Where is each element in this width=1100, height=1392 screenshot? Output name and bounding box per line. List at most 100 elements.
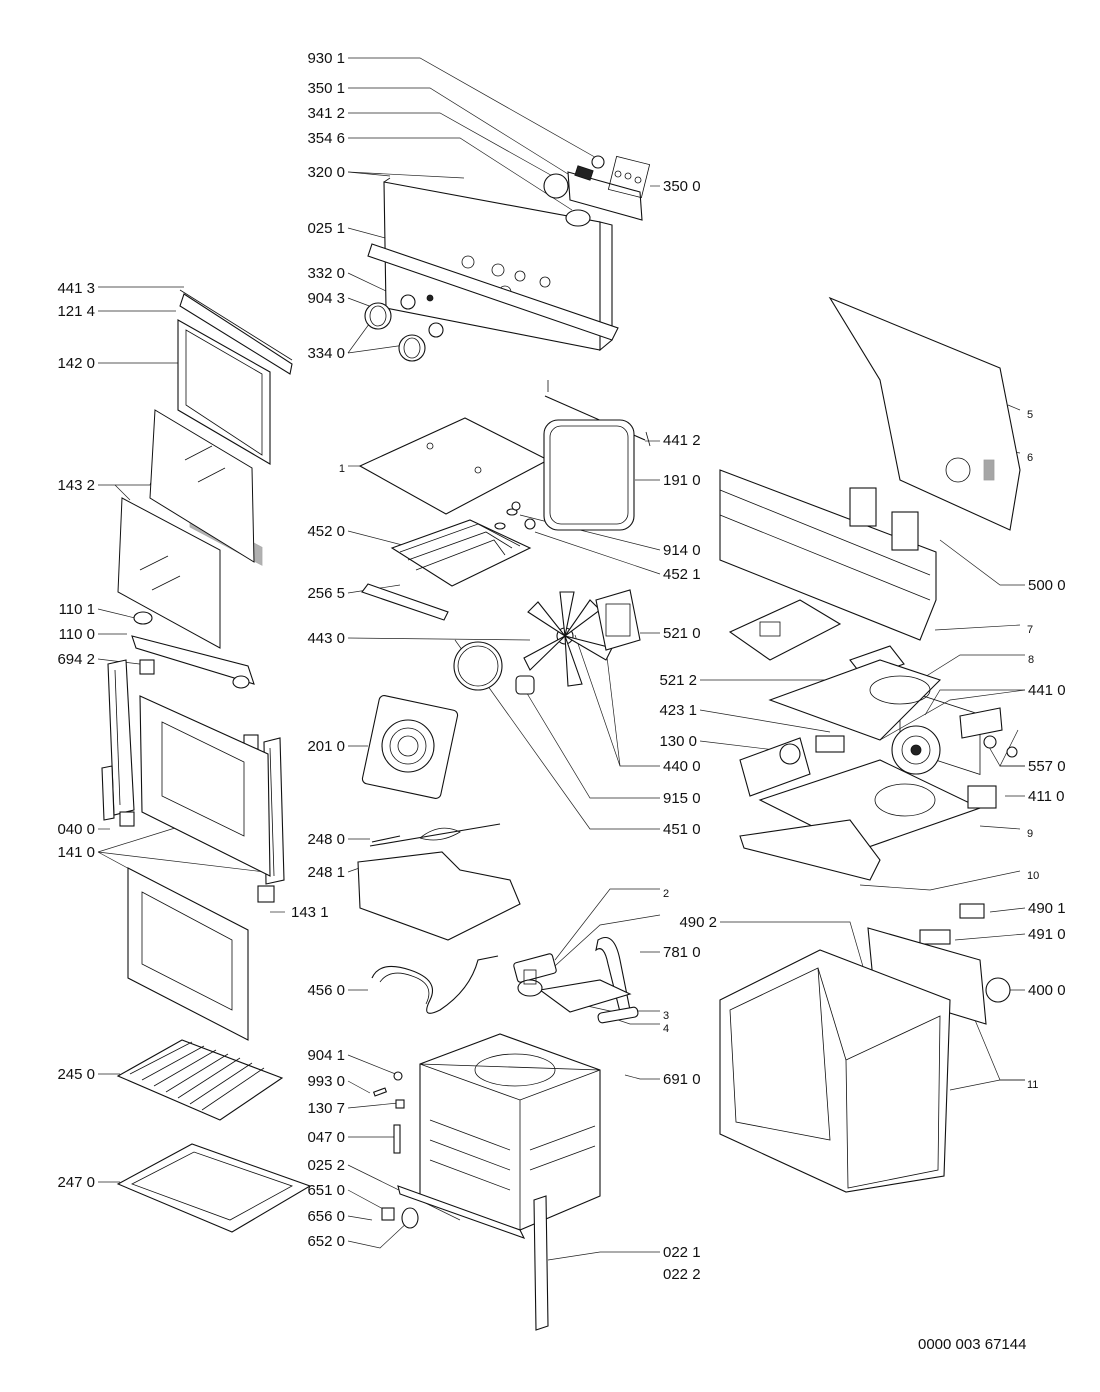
display-lens bbox=[543, 173, 569, 199]
callout-7: 7 bbox=[1027, 624, 1034, 636]
inner-door-frame bbox=[139, 695, 271, 877]
switch-block-1 bbox=[849, 487, 877, 527]
callout-248-1: 248 1 bbox=[307, 864, 345, 881]
fan-group bbox=[361, 589, 641, 799]
callout-025-1: 025 1 bbox=[307, 220, 345, 237]
callout-651-0: 651 0 bbox=[307, 1182, 345, 1199]
callout-350-1: 350 1 bbox=[307, 80, 345, 97]
callout-781-0: 781 0 bbox=[663, 944, 701, 961]
inner-door-glass bbox=[127, 867, 249, 1041]
callout-332-0: 332 0 bbox=[307, 265, 345, 282]
thermostat-400 bbox=[985, 977, 1011, 1003]
door-glass-inner bbox=[149, 409, 255, 563]
callout-110-0: 110 0 bbox=[58, 626, 95, 643]
fan-hub bbox=[515, 675, 535, 695]
callout-047-0: 047 0 bbox=[307, 1129, 345, 1146]
switch-490 bbox=[959, 903, 985, 919]
callout-411-0: 411 0 bbox=[1028, 788, 1065, 805]
bushing-lower bbox=[232, 675, 250, 689]
callout-354-6: 354 6 bbox=[307, 130, 345, 147]
outer-door-group bbox=[117, 289, 293, 750]
lower-elements bbox=[357, 823, 632, 1014]
circular-element bbox=[453, 641, 503, 691]
callout-10: 10 bbox=[1027, 870, 1040, 882]
hinge-clip bbox=[139, 659, 155, 675]
rear-panel-top bbox=[828, 296, 1021, 531]
callout-652-0: 652 0 bbox=[307, 1233, 345, 1250]
callout-491-0: 491 0 bbox=[1028, 926, 1066, 943]
terminal-block bbox=[919, 929, 951, 945]
outer-door-panel bbox=[177, 319, 271, 465]
callout-201-0: 201 0 bbox=[307, 738, 345, 755]
door-seal bbox=[543, 419, 635, 531]
knob-lower bbox=[398, 334, 426, 362]
callout-490-2: 490 2 bbox=[679, 914, 717, 931]
callout-441-2: 441 2 bbox=[663, 432, 701, 449]
rotisserie-spit bbox=[369, 823, 501, 847]
right-assemblies bbox=[719, 296, 1021, 1193]
knob-ring-upper bbox=[400, 294, 416, 310]
callout-130-7: 130 7 bbox=[307, 1100, 345, 1117]
callout-656-0: 656 0 bbox=[307, 1208, 345, 1225]
bracket-557 bbox=[959, 707, 1003, 739]
relay-423 bbox=[815, 735, 845, 753]
callout-143-2: 143 2 bbox=[57, 477, 95, 494]
bottom-element bbox=[371, 955, 499, 1014]
fan-motor bbox=[595, 589, 641, 651]
callout-441-0: 441 0 bbox=[1028, 682, 1066, 699]
callout-456-0: 456 0 bbox=[307, 982, 345, 999]
callout-423-1: 423 1 bbox=[659, 702, 697, 719]
callout-121-4: 121 4 bbox=[57, 303, 95, 320]
motor-mount bbox=[517, 979, 543, 997]
callout-320-0: 320 0 bbox=[307, 164, 345, 181]
callout-334-0: 334 0 bbox=[307, 345, 345, 362]
glass-spacer-rod bbox=[131, 635, 255, 685]
bushing-upper bbox=[133, 611, 153, 625]
callout-256-5: 256 5 bbox=[307, 585, 345, 602]
callout-930-1: 930 1 bbox=[307, 50, 345, 67]
callout-142-0: 142 0 bbox=[57, 355, 95, 372]
control-panel-group bbox=[364, 155, 651, 362]
callout-5: 5 bbox=[1027, 409, 1034, 421]
door-frames bbox=[101, 659, 285, 1041]
callout-452-1: 452 1 bbox=[663, 566, 701, 583]
lamp-cover bbox=[401, 1207, 419, 1229]
callout-248-0: 248 0 bbox=[307, 831, 345, 848]
cavity-front-trim bbox=[397, 1185, 526, 1239]
callout-400-0: 400 0 bbox=[1028, 982, 1066, 999]
callout-247-0: 247 0 bbox=[57, 1174, 95, 1191]
power-board bbox=[728, 599, 842, 661]
callout-11: 11 bbox=[1027, 1079, 1039, 1091]
top-plate bbox=[768, 659, 942, 741]
callout-500-0: 500 0 bbox=[1028, 577, 1066, 594]
nut bbox=[524, 518, 536, 530]
fan-motor-cover bbox=[513, 953, 557, 983]
callout-2: 2 bbox=[663, 888, 670, 900]
knob-ring-lower bbox=[428, 322, 444, 338]
spring bbox=[591, 155, 605, 169]
callout-130-0: 130 0 bbox=[659, 733, 697, 750]
callout-915-0: 915 0 bbox=[663, 790, 701, 807]
callout-6: 6 bbox=[1027, 452, 1034, 464]
callout-141-0: 141 0 bbox=[57, 844, 95, 861]
callout-022-1: 022 1 bbox=[663, 1244, 701, 1261]
callout-245-0: 245 0 bbox=[57, 1066, 95, 1083]
callout-904-3: 904 3 bbox=[307, 290, 345, 307]
callout-4: 4 bbox=[663, 1023, 670, 1035]
callout-443-0: 443 0 bbox=[307, 630, 345, 647]
callout-3: 3 bbox=[663, 1010, 670, 1022]
callout-350-0: 350 0 bbox=[663, 178, 701, 195]
callout-521-0: 521 0 bbox=[663, 625, 701, 642]
callout-557-0: 557 0 bbox=[1028, 758, 1066, 775]
callout-452-0: 452 0 bbox=[307, 523, 345, 540]
wire-rack bbox=[116, 1039, 284, 1121]
transformer bbox=[967, 785, 997, 809]
drawing-number: 0000 003 67144 bbox=[918, 1336, 1027, 1353]
oven-cavity bbox=[372, 1006, 639, 1331]
callout-691-0: 691 0 bbox=[663, 1071, 701, 1088]
side-rail bbox=[533, 1195, 549, 1331]
vent-duct bbox=[538, 979, 632, 1013]
callout-904-1: 904 1 bbox=[307, 1047, 345, 1064]
callout-993-0: 993 0 bbox=[307, 1073, 345, 1090]
